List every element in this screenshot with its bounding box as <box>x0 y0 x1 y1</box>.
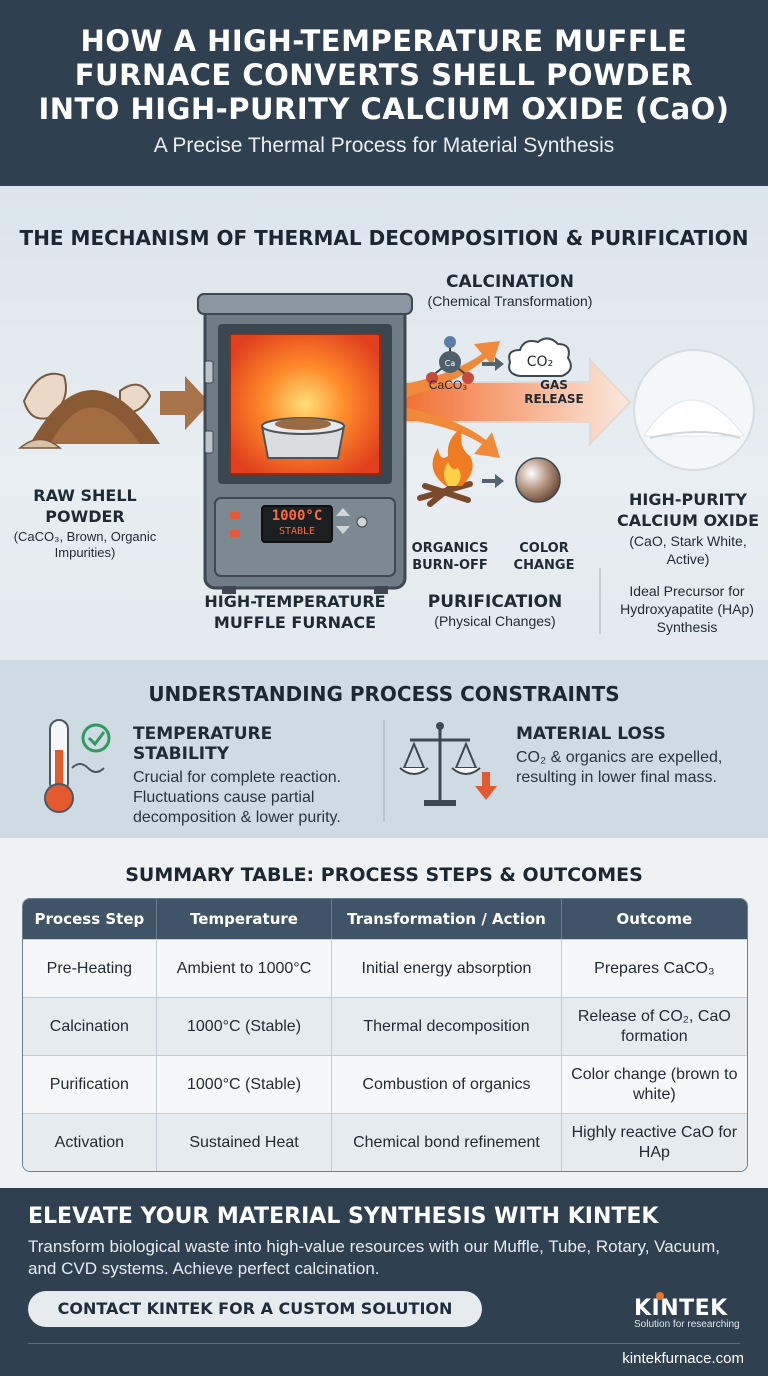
header-banner: HOW A HIGH-TEMPERATURE MUFFLE FURNACE CO… <box>0 0 768 186</box>
table-cell: Calcination <box>23 997 157 1055</box>
table-cell: Sustained Heat <box>156 1113 333 1171</box>
calcination-title: CALCINATION <box>446 272 574 292</box>
purification-title: PURIFICATION <box>427 592 563 612</box>
organics-burnoff-label: ORGANICS BURN-OFF <box>411 541 489 573</box>
table-cell: Thermal decomposition <box>332 997 562 1055</box>
table-row: Calcination 1000°C (Stable) Thermal deco… <box>23 997 747 1055</box>
constraints-icons <box>44 719 497 822</box>
raw-shell-powder-icon <box>17 372 160 449</box>
table-row: Purification 1000°C (Stable) Combustion … <box>23 1055 747 1113</box>
table-cell: Release of CO₂, CaO formation <box>561 997 747 1055</box>
table-cell: Purification <box>23 1055 157 1113</box>
table-header-row: Process Step Temperature Transformation … <box>23 899 747 939</box>
table-cell: Prepares CaCO₃ <box>561 939 747 997</box>
table-cell: Activation <box>23 1113 157 1171</box>
purification-branch-arrow-icon <box>395 406 500 458</box>
color-change-sphere-icon <box>515 457 561 503</box>
mechanism-title: THE MECHANISM OF THERMAL DECOMPOSITION &… <box>19 226 749 250</box>
furnace-name: HIGH-TEMPERATURE MUFFLE FURNACE <box>204 592 386 632</box>
balance-scale-icon <box>399 722 481 806</box>
calcination-subtitle: (Chemical Transformation) <box>427 293 593 309</box>
raw-powder-detail: (CaCO₃, Brown, Organic Impurities) <box>13 529 157 560</box>
purification-subtitle: (Physical Changes) <box>434 613 556 629</box>
mechanism-illustration: Ca CO₂ <box>17 293 755 634</box>
co2-label: CO₂ <box>527 354 553 370</box>
table-row: Pre-Heating Ambient to 1000°C Initial en… <box>23 939 747 997</box>
constraints-title: UNDERSTANDING PROCESS CONSTRAINTS <box>148 682 620 706</box>
calcium-oxide-powder-icon <box>633 349 755 471</box>
furnace-display-status: STABLE <box>278 526 316 537</box>
constraint-title: MATERIAL LOSS <box>516 724 666 744</box>
footer-divider <box>28 1343 740 1344</box>
calcination-branch-arrow-icon <box>395 341 500 400</box>
organics-fire-icon <box>417 428 473 507</box>
product-name: HIGH-PURITY CALCIUM OXIDE <box>616 490 760 530</box>
furnace-label: HIGH-TEMPERATURE MUFFLE FURNACE <box>200 592 390 634</box>
molecule-atom-label: Ca <box>445 359 456 368</box>
table-cell: Color change (brown to white) <box>561 1055 747 1113</box>
gas-release-label: GAS RELEASE <box>524 378 584 406</box>
page-title: HOW A HIGH-TEMPERATURE MUFFLE FURNACE CO… <box>38 24 730 126</box>
table-cell: Ambient to 1000°C <box>156 939 333 997</box>
table-cell: 1000°C (Stable) <box>156 997 333 1055</box>
change-arrow-icon <box>482 474 504 488</box>
caco3-molecule-icon <box>426 336 474 384</box>
reaction-arrow-icon <box>482 357 504 371</box>
down-arrow-icon <box>475 772 497 800</box>
table-cell: Highly reactive CaO for HAp <box>561 1113 747 1171</box>
logo-tagline: Solution for researching <box>634 1319 740 1330</box>
summary-title: SUMMARY TABLE: PROCESS STEPS & OUTCOMES <box>125 864 643 886</box>
column-header: Outcome <box>561 899 747 939</box>
column-header: Temperature <box>156 899 333 939</box>
column-header: Transformation / Action <box>332 899 562 939</box>
constraint-text: Crucial for complete reaction. Fluctuati… <box>133 769 342 826</box>
temperature-stability-block: TEMPERATURE STABILITY Crucial for comple… <box>133 724 373 828</box>
raw-powder-name: RAW SHELL POWDER <box>33 486 137 526</box>
furnace-display-temp: 1000°C <box>271 508 323 524</box>
product-note: Ideal Precursor for Hydroxyapatite (HAp)… <box>620 583 754 635</box>
material-loss-block: MATERIAL LOSS CO₂ & organics are expelle… <box>516 724 746 788</box>
table-cell: Combustion of organics <box>332 1055 562 1113</box>
logo-dot-icon <box>656 1292 664 1300</box>
table-cell: 1000°C (Stable) <box>156 1055 333 1113</box>
website-link[interactable]: kintekfurnace.com <box>622 1350 744 1367</box>
summary-table: Process Step Temperature Transformation … <box>22 898 748 1172</box>
kintek-logo: KINTEK Solution for researching <box>634 1292 754 1330</box>
summary-section: SUMMARY TABLE: PROCESS STEPS & OUTCOMES … <box>0 838 768 1188</box>
input-arrow-icon <box>160 376 210 430</box>
product-detail: (CaO, Stark White, Active) <box>629 533 747 567</box>
checkmark-icon <box>81 723 111 753</box>
reactant-label: CaCO₃ <box>428 378 468 392</box>
product-label: HIGH-PURITY CALCIUM OXIDE <box>614 490 762 532</box>
table-cell: Chemical bond refinement <box>332 1113 562 1171</box>
table-cell: Pre-Heating <box>23 939 157 997</box>
table-cell: Initial energy absorption <box>332 939 562 997</box>
footer-title: ELEVATE YOUR MATERIAL SYNTHESIS WITH KIN… <box>28 1204 659 1229</box>
logo-name: KINTEK <box>634 1296 728 1321</box>
thermometer-icon <box>44 719 105 813</box>
color-change-label: COLOR CHANGE <box>513 541 575 573</box>
constraint-text: CO₂ & organics are expelled, resulting i… <box>516 749 723 786</box>
raw-powder-label: RAW SHELL POWDER <box>10 486 160 528</box>
co2-cloud-icon <box>508 337 572 377</box>
muffle-furnace-icon <box>197 293 413 594</box>
contact-button[interactable]: CONTACT KINTEK FOR A CUSTOM SOLUTION <box>28 1291 482 1327</box>
page-subtitle: A Precise Thermal Process for Material S… <box>153 134 615 157</box>
table-row: Activation Sustained Heat Chemical bond … <box>23 1113 747 1171</box>
footer-body: Transform biological waste into high-val… <box>28 1237 720 1278</box>
constraint-title: TEMPERATURE STABILITY <box>133 724 273 764</box>
mechanism-section: THE MECHANISM OF THERMAL DECOMPOSITION &… <box>0 186 768 660</box>
constraints-section: UNDERSTANDING PROCESS CONSTRAINTS TEMPER… <box>0 660 768 838</box>
footer-banner: ELEVATE YOUR MATERIAL SYNTHESIS WITH KIN… <box>0 1188 768 1376</box>
column-header: Process Step <box>23 899 157 939</box>
